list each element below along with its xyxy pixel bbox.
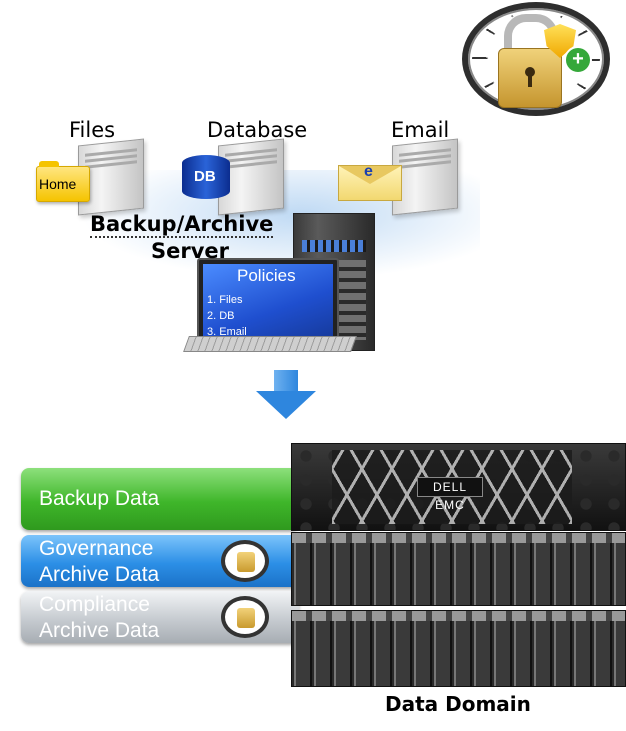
- policies-title: Policies: [237, 266, 296, 285]
- dell-emc-logo: DELL EMC: [417, 477, 483, 512]
- policy-item: 1. Files: [207, 294, 243, 306]
- email-label: Email: [391, 118, 450, 142]
- backup-server-label-line1: Backup/Archive: [90, 212, 274, 238]
- governance-clock-lock-icon: [221, 540, 269, 582]
- database-label: Database: [207, 118, 308, 142]
- governance-label-line1: Governance: [39, 537, 154, 560]
- database-icon: DB: [182, 155, 230, 199]
- envelope-icon: e: [338, 163, 402, 201]
- backup-server-label-line2: Server: [151, 239, 230, 263]
- compliance-clock-lock-icon: [221, 596, 269, 638]
- keyboard-icon: [183, 336, 357, 352]
- compliance-label-line1: Compliance: [39, 593, 150, 616]
- data-domain-caption: Data Domain: [385, 692, 531, 716]
- storage-shelf: [291, 610, 626, 687]
- policy-item: 2. DB: [207, 310, 235, 322]
- backup-data-bar: Backup Data: [21, 468, 299, 530]
- compliance-label-line2: Archive Data: [39, 619, 160, 642]
- storage-shelf: [291, 532, 626, 606]
- backup-data-label: Backup Data: [39, 487, 160, 510]
- monitor-icon: Policies 1. Files 2. DB 3. Email: [197, 258, 339, 344]
- db-label: DB: [194, 168, 216, 185]
- data-domain-controller: DELL EMC: [291, 443, 626, 531]
- folder-icon: Home: [36, 161, 90, 202]
- clock-lock-icon: +: [462, 2, 610, 116]
- envelope-label: e: [364, 163, 373, 180]
- down-arrow-head: [256, 391, 316, 419]
- governance-label-line2: Archive Data: [39, 563, 160, 586]
- folder-label: Home: [39, 176, 77, 192]
- policy-item: 3. Email: [207, 326, 247, 338]
- files-label: Files: [69, 118, 116, 142]
- down-arrow-icon: [274, 370, 298, 392]
